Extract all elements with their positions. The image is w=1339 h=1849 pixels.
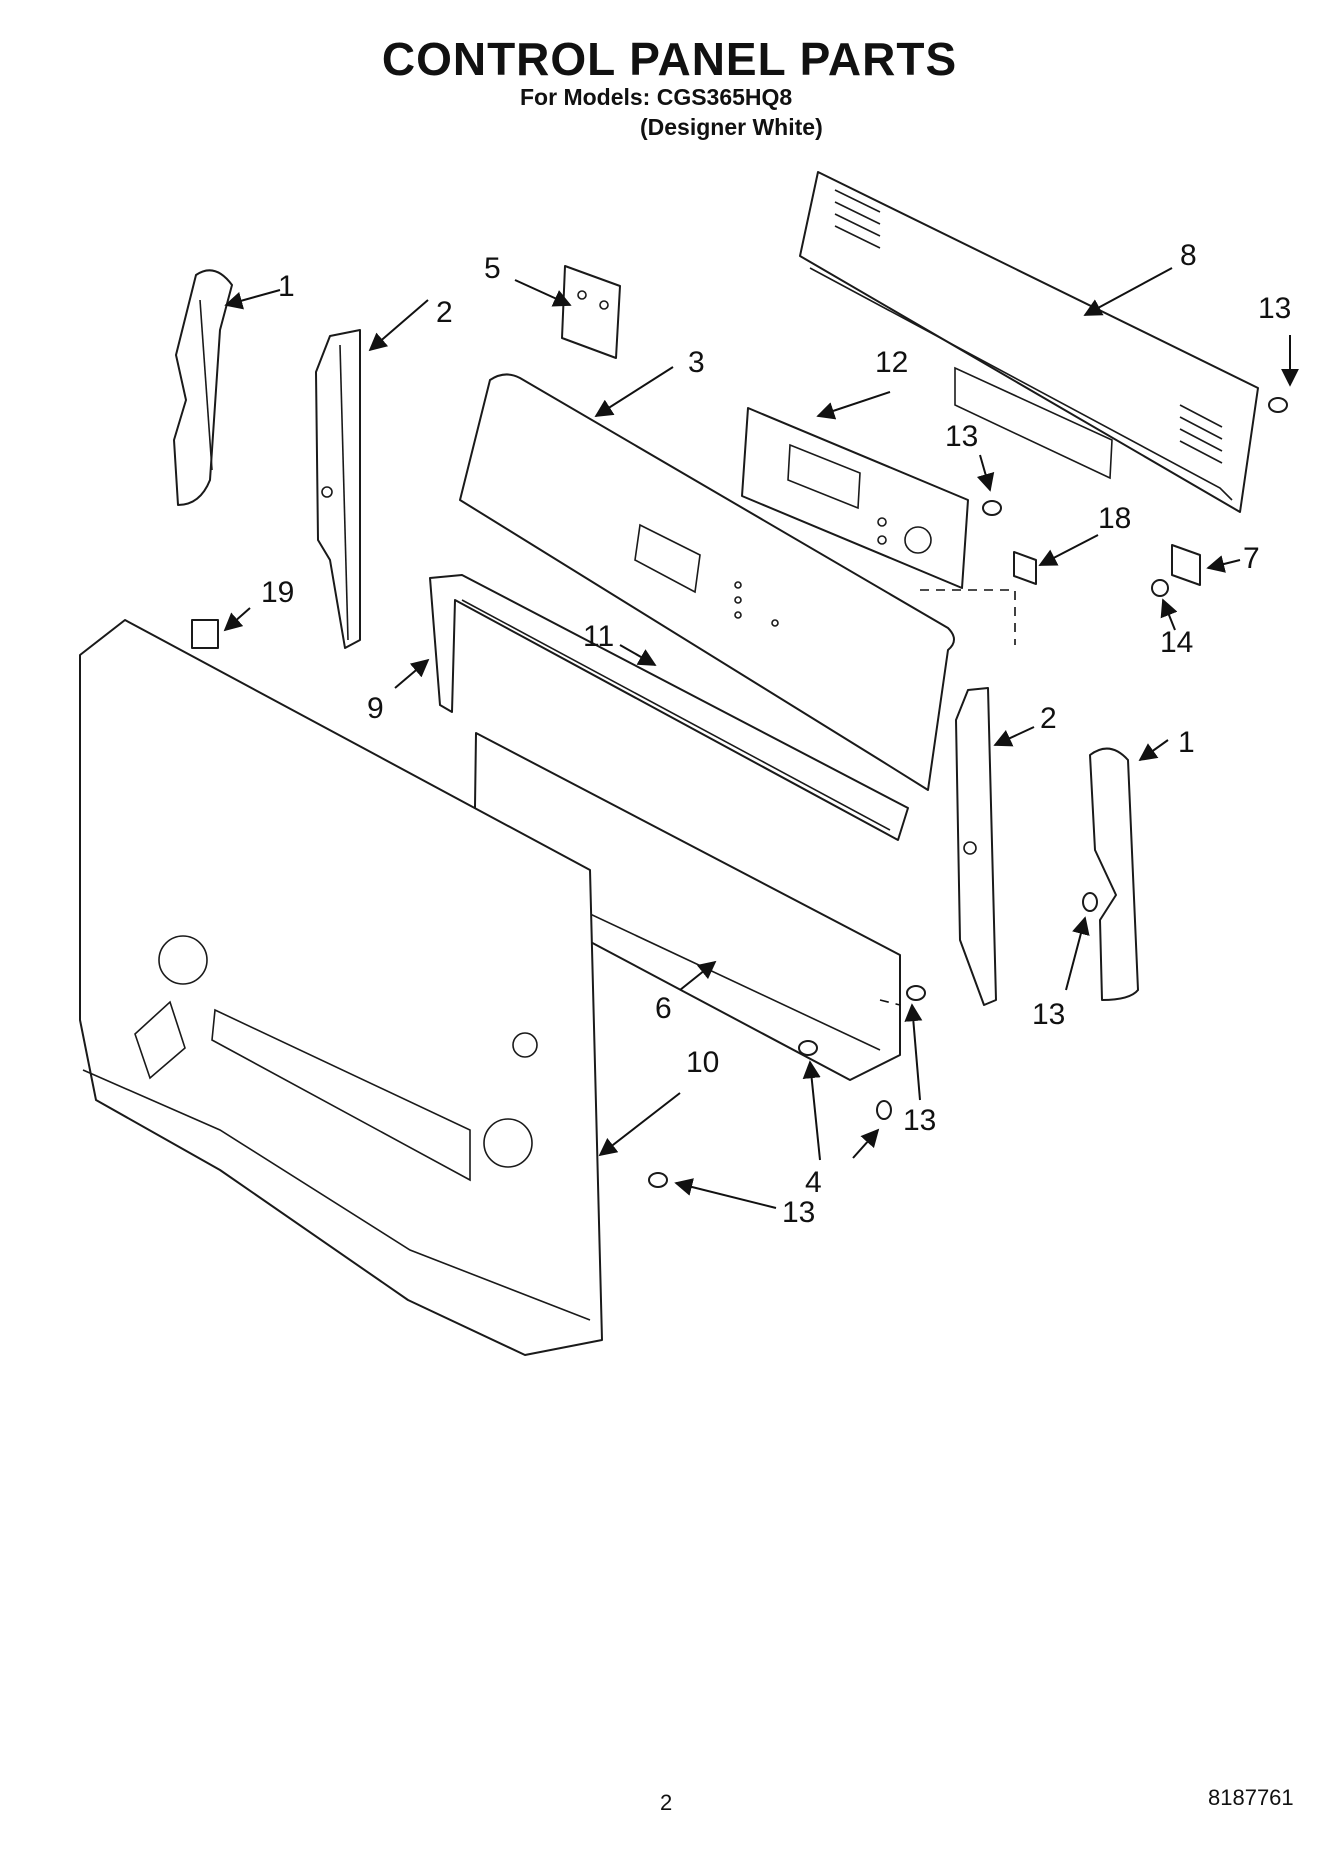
electronic-clock-part: [741, 407, 969, 589]
callout-2-left: 2: [436, 296, 453, 329]
callout-1-right: 1: [1178, 726, 1195, 759]
callout-7: 7: [1243, 542, 1260, 575]
callout-5: 5: [484, 252, 501, 285]
switch-part: [1013, 551, 1037, 585]
document-number: 8187761: [1208, 1785, 1294, 1810]
callout-8: 8: [1180, 239, 1197, 272]
control-panel-part: [459, 373, 955, 791]
model-variant: (Designer White): [640, 114, 823, 140]
callout-3: 3: [688, 346, 705, 379]
callout-13-clock: 13: [945, 420, 978, 453]
rear-console-part: [799, 171, 1259, 513]
callout-14: 14: [1160, 626, 1193, 659]
callout-13-lower: 13: [903, 1104, 936, 1137]
callout-6: 6: [655, 992, 672, 1025]
callout-10: 10: [686, 1046, 719, 1079]
callout-11: 11: [583, 620, 614, 653]
dashed-guides: [879, 589, 1016, 1006]
screw-part: [1151, 579, 1169, 597]
callout-4: 4: [805, 1166, 822, 1199]
left-end-cap-part: [173, 269, 233, 506]
callout-12: 12: [875, 346, 908, 379]
callout-9: 9: [367, 692, 384, 725]
clip-part: [1171, 544, 1201, 586]
leader-arrows: [223, 267, 1299, 1209]
screws: [648, 397, 1288, 1188]
callout-13-backguard: 13: [782, 1196, 815, 1229]
callout-labels: 1 1 2 2 3 4 5 6 7 8 9 10 11 12 13 13 13 …: [261, 239, 1291, 1229]
models-line: For Models: CGS365HQ8: [520, 84, 793, 110]
left-bracket-part: [315, 329, 361, 649]
grommet-part: [191, 619, 219, 649]
right-end-cap-part: [1089, 747, 1139, 1001]
callout-1-left: 1: [278, 270, 295, 303]
right-bracket-part: [955, 687, 997, 1006]
callout-13-end-cap: 13: [1032, 998, 1065, 1031]
panel-frame-part: [429, 574, 909, 841]
callout-19: 19: [261, 576, 294, 609]
callout-18: 18: [1098, 502, 1131, 535]
page-number: 2: [660, 1790, 673, 1815]
callout-2-right: 2: [1040, 702, 1057, 735]
circuit-board-part: [561, 265, 621, 359]
page-title: CONTROL PANEL PARTS: [381, 33, 958, 85]
backguard-part: [79, 619, 603, 1356]
callout-13-top-right: 13: [1258, 292, 1291, 325]
